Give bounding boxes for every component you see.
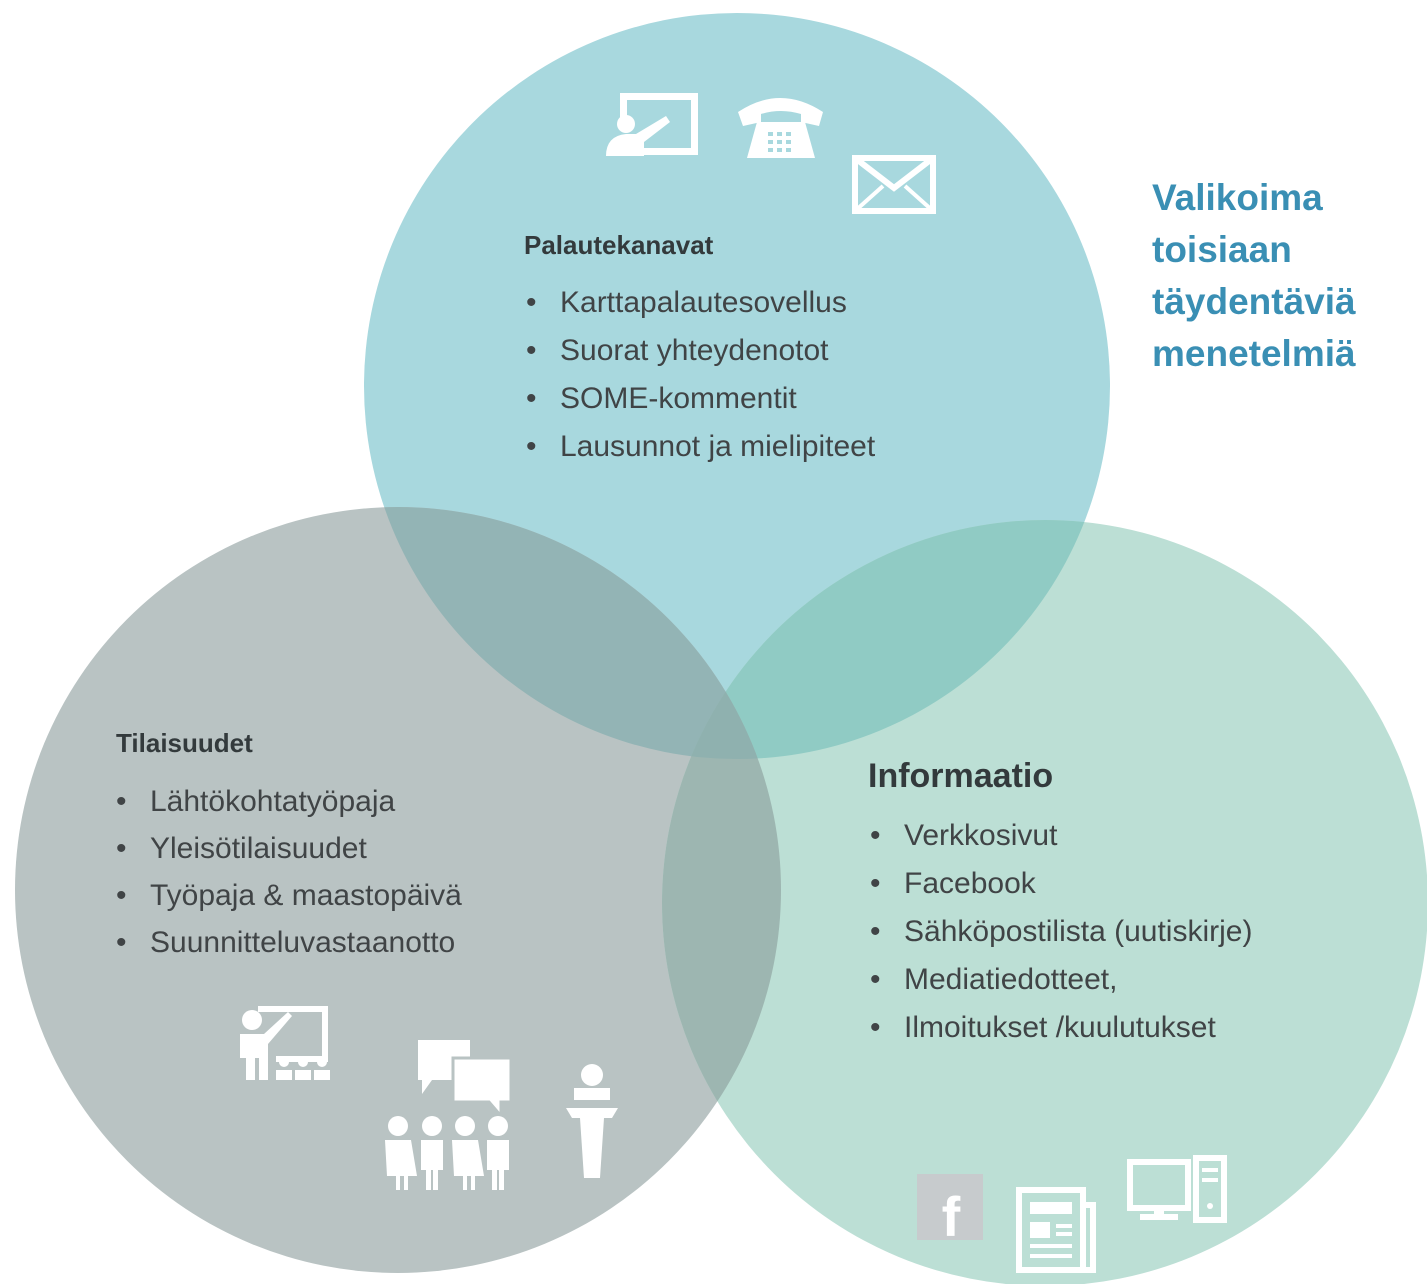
- facebook-letter: f: [942, 1185, 961, 1248]
- speaker-podium-icon: [566, 1064, 618, 1178]
- tagline-line: täydentäviä: [1152, 281, 1356, 322]
- envelope-icon: [852, 155, 936, 214]
- presentation-board-icon: [606, 93, 698, 156]
- list-item: Lähtökohtatyöpaja: [116, 778, 462, 825]
- tagline: Valikoima toisiaan täydentäviä menetelmi…: [1152, 172, 1412, 380]
- list-item: Työpaja & maastopäivä: [116, 872, 462, 919]
- list-item: Sähköpostilista (uutiskirje): [870, 908, 1252, 956]
- list-item: Ilmoitukset /kuulutukset: [870, 1004, 1252, 1052]
- classroom-teacher-icon: [240, 1006, 330, 1080]
- tagline-line: menetelmiä: [1152, 333, 1356, 374]
- list-item: Lausunnot ja mielipiteet: [526, 423, 875, 471]
- group-discussion-icon: [385, 1040, 513, 1190]
- telephone-icon: [738, 98, 823, 158]
- tagline-line: toisiaan: [1152, 229, 1292, 270]
- list-informaatio: Verkkosivut Facebook Sähköpostilista (uu…: [870, 812, 1252, 1052]
- facebook-icon: f: [917, 1174, 983, 1248]
- list-item: Mediatiedotteet,: [870, 956, 1252, 1004]
- list-item: Verkkosivut: [870, 812, 1252, 860]
- group-title-tilaisuudet: Tilaisuudet: [116, 728, 253, 758]
- newspaper-icon: [1016, 1187, 1096, 1273]
- tagline-line: Valikoima: [1152, 177, 1323, 218]
- overlap-palaute-tilaisuudet: [364, 507, 781, 759]
- group-title-palautekanavat: Palautekanavat: [524, 230, 714, 260]
- list-tilaisuudet: Lähtökohtatyöpaja Yleisötilaisuudet Työp…: [116, 778, 462, 966]
- desktop-computer-icon: [1127, 1155, 1227, 1223]
- group-title-informaatio: Informaatio: [868, 757, 1054, 795]
- list-item: Karttapalautesovellus: [526, 279, 875, 327]
- overlap-palaute-informaatio: [662, 520, 1110, 759]
- list-item: Facebook: [870, 860, 1252, 908]
- list-palautekanavat: Karttapalautesovellus Suorat yhteydenoto…: [526, 279, 875, 471]
- list-item: SOME-kommentit: [526, 375, 875, 423]
- list-item: Yleisötilaisuudet: [116, 825, 462, 872]
- list-item: Suunnitteluvastaanotto: [116, 919, 462, 966]
- list-item: Suorat yhteydenotot: [526, 327, 875, 375]
